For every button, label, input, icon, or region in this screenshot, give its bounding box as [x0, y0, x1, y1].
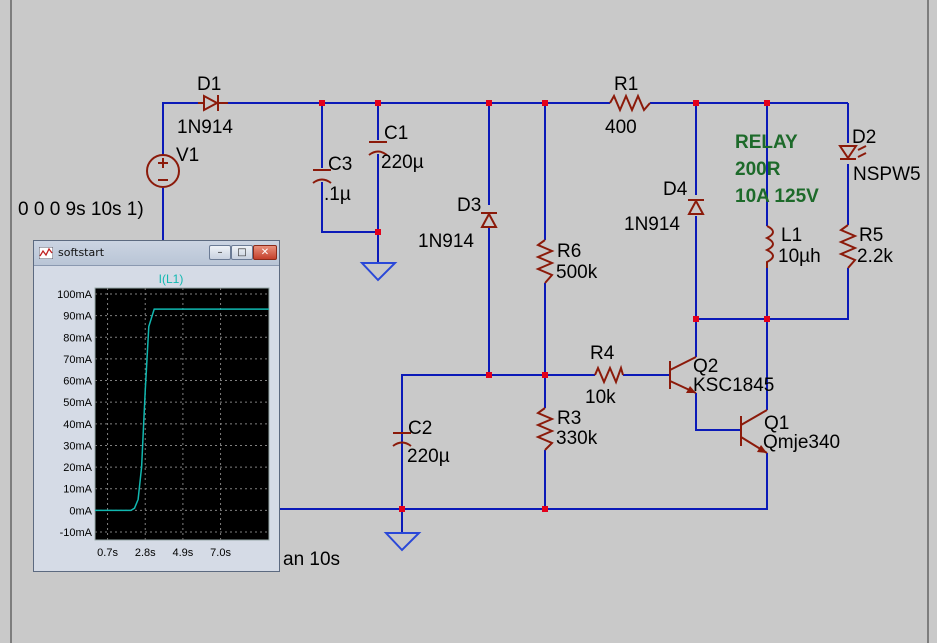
y-tick-label: 40mA: [63, 419, 92, 431]
close-button[interactable]: ✕: [253, 245, 277, 260]
d3-ref: D3: [457, 195, 481, 216]
d3-diode[interactable]: [480, 211, 498, 228]
r1-value: 400: [605, 117, 637, 138]
c1-ref: C1: [384, 123, 408, 144]
c1-value: 220µ: [381, 152, 424, 173]
y-tick-label: 70mA: [63, 354, 92, 366]
y-tick-label: -10mA: [60, 527, 93, 539]
waveform-icon: [39, 247, 53, 259]
q1-ref: Q1: [764, 413, 789, 434]
y-axis-ticks: 100mA 90mA 80mA 70mA 60mA 50mA 40mA 30mA 20mA 10m…: [57, 289, 93, 539]
y-tick-label: 90mA: [63, 311, 92, 323]
series-line-i-l1: [95, 308, 269, 512]
r4-value: 10k: [585, 387, 616, 408]
d1-value: 1N914: [177, 117, 233, 138]
plot-background[interactable]: [94, 287, 270, 541]
q1-value: Qmje340: [763, 432, 840, 453]
x-tick-label: 2.8s: [135, 547, 156, 559]
d2-value: NSPW5: [853, 164, 921, 185]
plot-window[interactable]: softstart – □ ✕ I(L1) 100mA 90mA 80mA 70mA 6…: [33, 240, 280, 572]
r3-resistor[interactable]: [535, 407, 555, 451]
d4-value: 1N914: [624, 214, 680, 235]
c3-capacitor[interactable]: [312, 169, 332, 184]
q1-transistor[interactable]: [740, 409, 768, 454]
y-tick-label: 100mA: [57, 289, 93, 301]
q2-value: KSC1845: [693, 375, 774, 396]
r3-value: 330k: [556, 428, 598, 449]
c2-value: 220µ: [407, 446, 450, 467]
c2-ref: C2: [408, 418, 432, 439]
v1-source[interactable]: [146, 154, 180, 188]
relay-note-line-1: RELAY: [735, 132, 798, 153]
r1-resistor[interactable]: [609, 93, 651, 113]
r5-value: 2.2k: [857, 246, 893, 267]
r6-ref: R6: [557, 241, 581, 262]
d1-ref: D1: [197, 74, 221, 95]
r4-ref: R4: [590, 343, 615, 364]
ground-symbol-bottom: [383, 532, 422, 552]
y-tick-label: 60mA: [63, 376, 92, 388]
c3-value: .1µ: [324, 184, 351, 205]
r5-ref: R5: [859, 225, 883, 246]
y-tick-label: 50mA: [63, 397, 92, 409]
d2-ref: D2: [852, 127, 876, 148]
y-tick-label: 0mA: [69, 505, 92, 517]
l1-value: 10µh: [778, 246, 821, 267]
plot-grid: [95, 288, 269, 540]
r4-resistor[interactable]: [594, 364, 624, 385]
r6-resistor[interactable]: [535, 239, 555, 284]
d3-value: 1N914: [418, 231, 474, 252]
maximize-button[interactable]: □: [231, 245, 253, 260]
x-tick-label: 0.7s: [97, 547, 118, 559]
c2-capacitor[interactable]: [392, 432, 412, 447]
q2-ref: Q2: [693, 356, 718, 377]
minimize-button[interactable]: –: [209, 245, 231, 260]
ground-symbol-top: [359, 262, 398, 282]
sim-directive-fragment[interactable]: an 10s: [283, 549, 340, 570]
q2-transistor[interactable]: [669, 356, 697, 394]
y-tick-label: 30mA: [63, 440, 92, 452]
r3-ref: R3: [557, 408, 581, 429]
v1-value: 0 0 0 9s 10s 1): [18, 199, 144, 220]
trace-layer: [95, 308, 269, 512]
trace-title[interactable]: I(L1): [159, 272, 184, 286]
x-tick-label: 7.0s: [210, 547, 231, 559]
d2-led[interactable]: [838, 145, 867, 160]
junction-nodes: [319, 100, 770, 512]
y-tick-label: 80mA: [63, 332, 92, 344]
r1-ref: R1: [614, 74, 638, 95]
c3-ref: C3: [328, 154, 352, 175]
d1-diode[interactable]: [198, 94, 228, 112]
v1-ref: V1: [176, 145, 199, 166]
x-tick-label: 4.9s: [172, 547, 193, 559]
waveform-plot[interactable]: I(L1) 100mA 90mA 80mA 70mA 60mA 50mA 40mA 30mA 2…: [34, 266, 279, 571]
l1-ref: L1: [781, 225, 802, 246]
d4-diode[interactable]: [687, 198, 705, 215]
y-tick-label: 20mA: [63, 462, 92, 474]
r6-value: 500k: [556, 262, 598, 283]
plot-titlebar[interactable]: softstart – □ ✕: [34, 241, 279, 266]
y-tick-label: 10mA: [63, 484, 92, 496]
r5-resistor[interactable]: [838, 224, 858, 269]
relay-note-line-3: 10A 125V: [735, 186, 819, 207]
c1-capacitor[interactable]: [368, 141, 388, 156]
plot-window-title: softstart: [58, 246, 105, 259]
l1-inductor[interactable]: [764, 225, 774, 268]
relay-note-line-2: 200R: [735, 159, 781, 180]
wires: [162, 102, 849, 533]
d4-ref: D4: [663, 179, 688, 200]
x-axis-ticks: 0.7s 2.8s 4.9s 7.0s: [97, 547, 231, 559]
